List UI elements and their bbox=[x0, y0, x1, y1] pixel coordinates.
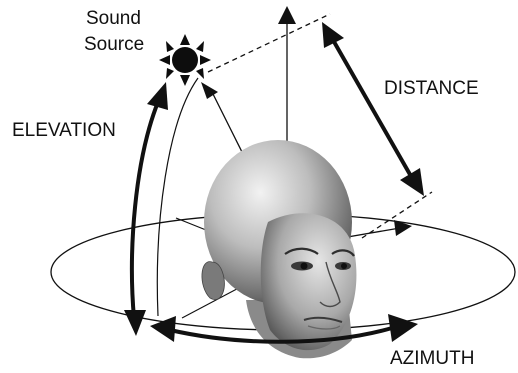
distance-arrowhead-bottom bbox=[400, 168, 424, 196]
elevation-arrowhead-top bbox=[147, 82, 168, 110]
source-direction-arrowhead bbox=[201, 82, 218, 99]
vertical-axis-arrowhead bbox=[278, 6, 296, 24]
head-icon bbox=[202, 140, 357, 358]
elevation-label: ELEVATION bbox=[12, 120, 116, 141]
distance-arrow-line bbox=[333, 40, 412, 178]
sound-source-label-line2: Source bbox=[84, 34, 144, 55]
azimuth-arrowhead-right bbox=[388, 314, 418, 342]
distance-arrowhead-top bbox=[322, 22, 344, 48]
azimuth-label: AZIMUTH bbox=[390, 348, 474, 369]
sun-icon bbox=[159, 34, 211, 86]
sound-source-label-line1: Sound bbox=[86, 8, 141, 29]
elevation-plane-arc bbox=[157, 78, 198, 316]
distance-guide-top bbox=[208, 14, 330, 72]
elevation-arrow-line bbox=[132, 102, 158, 318]
elevation-arrowhead-bottom bbox=[124, 310, 146, 336]
distance-label: DISTANCE bbox=[384, 78, 479, 99]
